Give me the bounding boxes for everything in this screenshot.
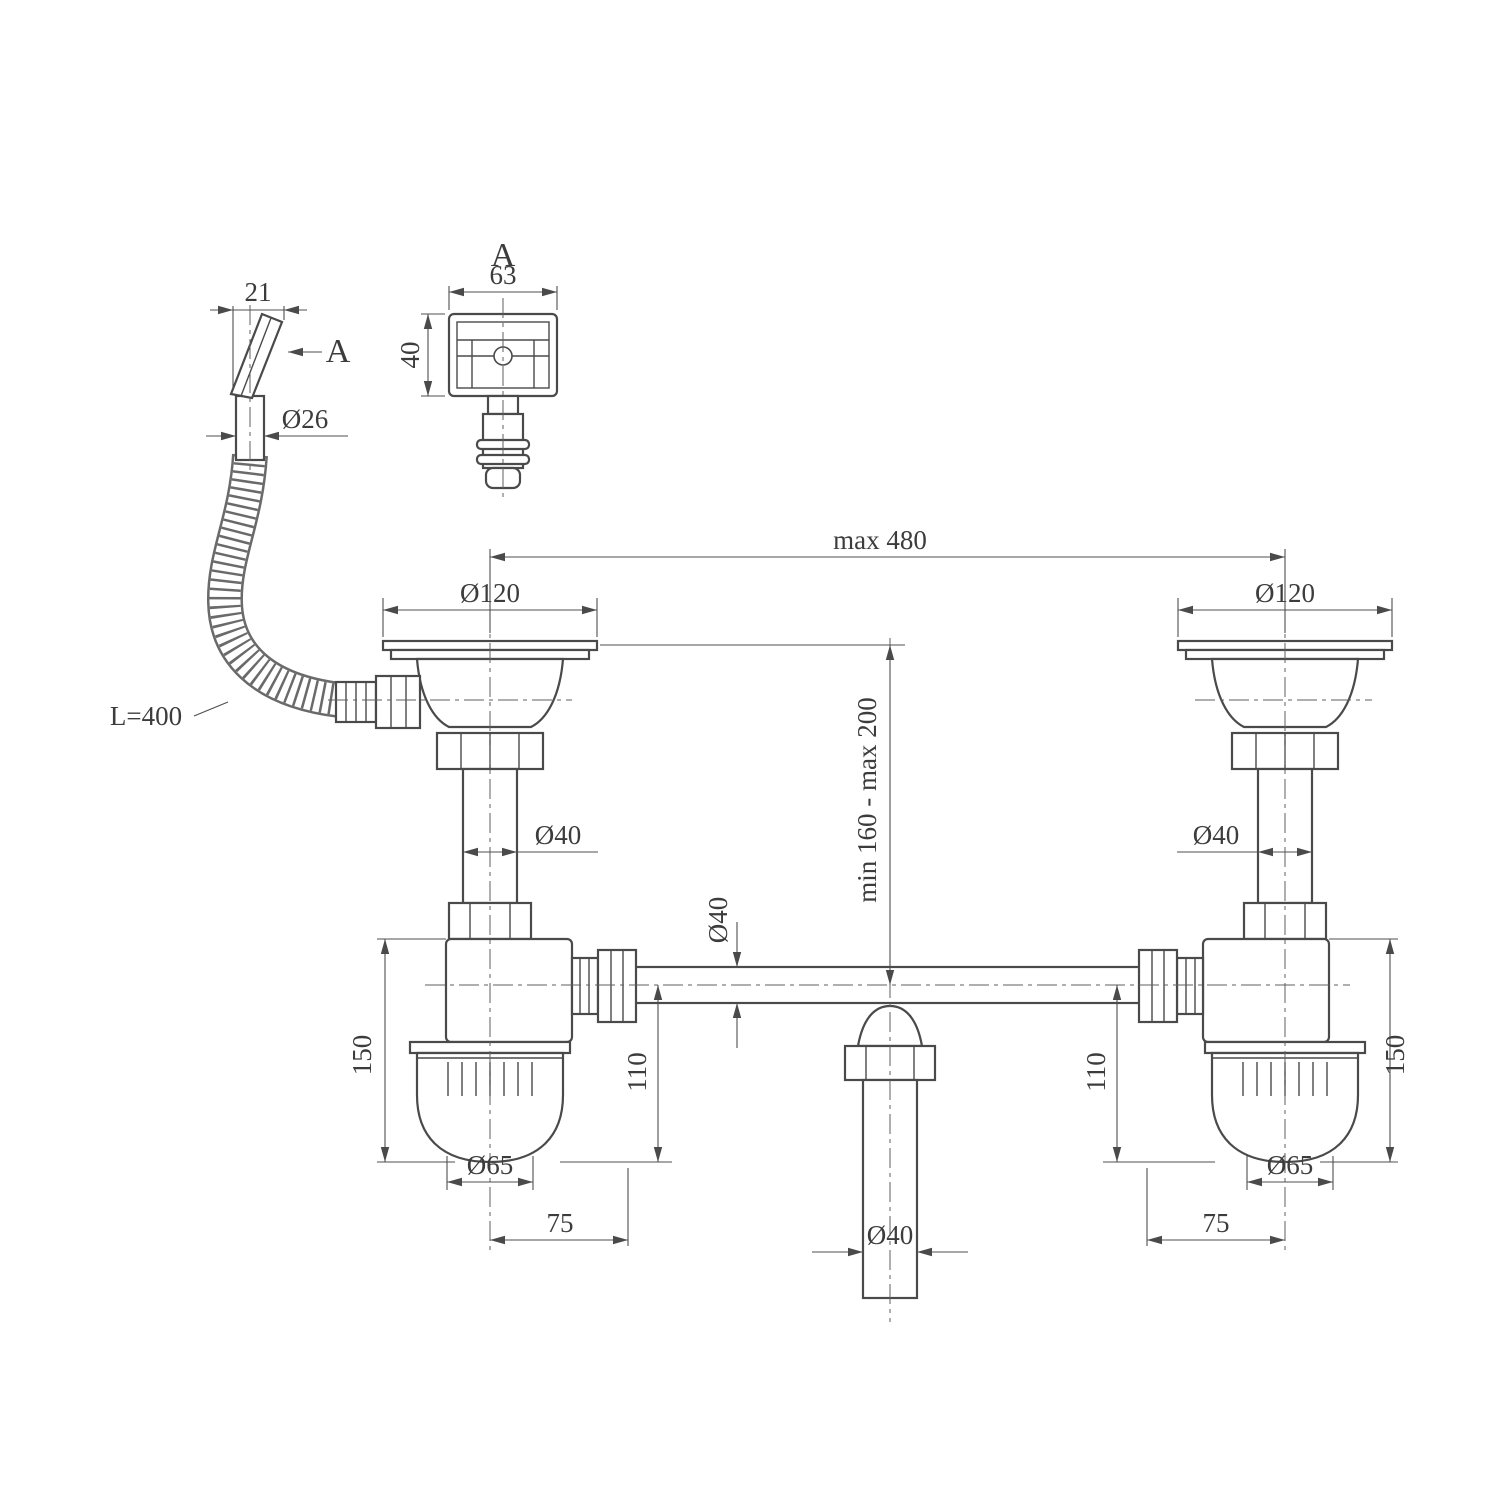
dim-cup-offset-left: 75 [547,1208,574,1238]
dim-max-span: max 480 [833,525,927,555]
dim-cup-left: Ø65 [467,1150,514,1180]
dim-offset-left: 110 [622,1052,652,1092]
dim-hose-length: L=400 [110,701,182,731]
overflow-nozzle [229,312,284,462]
dim-height-range: min 160 - max 200 [852,697,882,902]
dim-tailpipe-left: Ø40 [535,820,582,850]
dim-strainer-right: Ø120 [1255,578,1315,608]
dim-outlet-diameter: Ø40 [867,1220,914,1250]
dim-trap-height-right: 150 [1380,1035,1410,1076]
overflow-inlet-connector [334,674,422,730]
section-arrow-label: A [326,333,351,370]
dim-strainer-left: Ø120 [460,578,520,608]
dim-tailpipe-right: Ø40 [1193,820,1240,850]
centerlines [249,298,1372,1322]
dim-detail-width: 63 [490,260,517,290]
dim-trap-height-left: 150 [347,1035,377,1076]
dim-offset-right: 110 [1081,1052,1111,1092]
dim-cup-offset-right: 75 [1203,1208,1230,1238]
dim-nozzle-width: 21 [245,277,272,307]
drain-assembly-right [1137,639,1394,1164]
labels: A 63 40 21 A Ø26 L=400 max 480 Ø120 Ø120… [110,237,1410,1250]
drain-assembly-left [381,639,638,1164]
dim-nozzle-diameter: Ø26 [282,404,329,434]
dimension-lines [193,286,1398,1257]
overflow-hose [206,453,343,718]
detail-a-title: A [491,237,516,274]
dim-hpipe-diameter: Ø40 [703,897,733,944]
dim-detail-height: 40 [395,342,425,369]
dim-cup-right: Ø65 [1267,1150,1314,1180]
